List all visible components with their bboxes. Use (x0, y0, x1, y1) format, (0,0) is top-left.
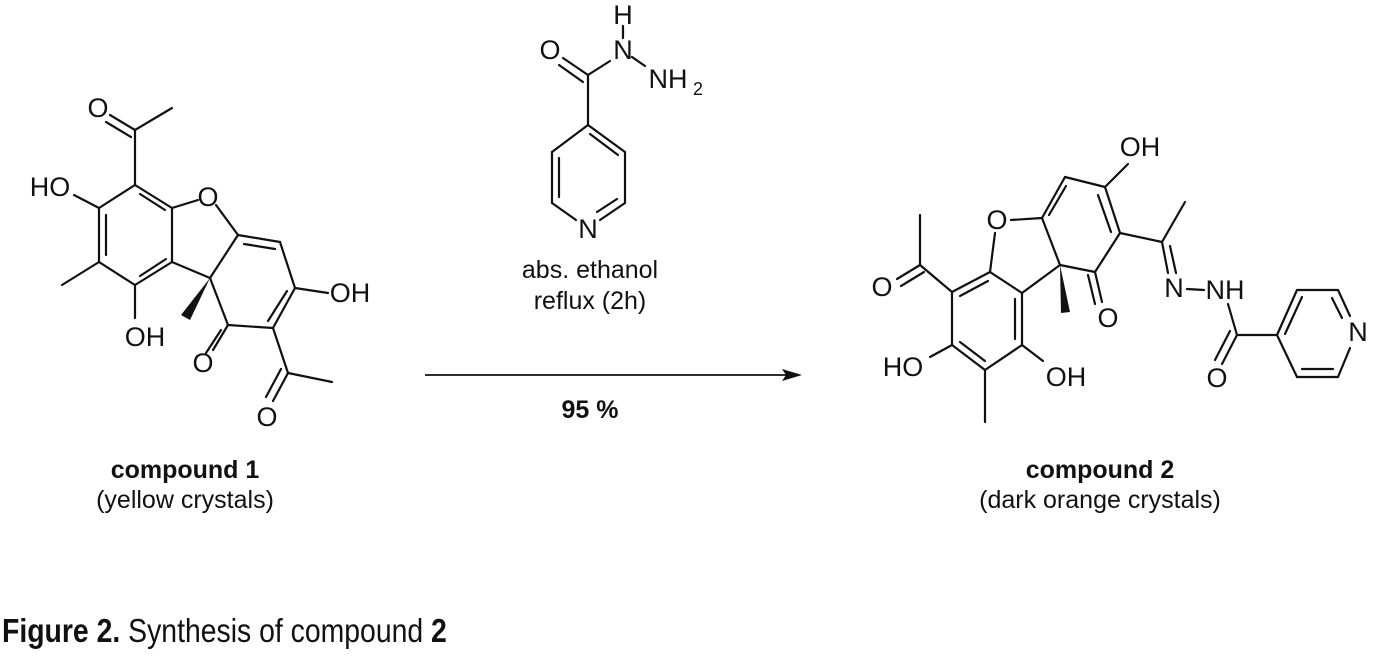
compound-2-structure: OH O O HO OH O N NH O N (871, 132, 1368, 424)
compound-2-label: compound 2 (1026, 456, 1175, 484)
figure-caption: Figure 2. Synthesis of compound 2 (2, 612, 447, 650)
compound-2-bonds (895, 162, 1352, 424)
wedge-bond (181, 278, 210, 320)
atom-label: O (87, 93, 108, 123)
caption-compound-ref: 2 (431, 612, 447, 649)
reaction-arrow (425, 369, 802, 381)
atom-label: N (1348, 317, 1368, 347)
atom-label: HO (30, 172, 71, 202)
atom-label: O (539, 35, 560, 65)
atom-label: HO (883, 352, 924, 382)
atom-label: N (613, 35, 633, 65)
atom-label: NH (649, 64, 688, 94)
atom-label: OH (330, 278, 371, 308)
atom-label: O (192, 348, 213, 378)
atom-label: O (871, 272, 892, 302)
isoniazid-structure: O N H NH 2 N (539, 0, 703, 244)
atom-label: O (256, 402, 277, 432)
reagent-bonds (550, 24, 647, 222)
compound-1-bonds (60, 106, 334, 403)
caption-label: Figure 2. (2, 612, 121, 649)
condition-reflux: reflux (2h) (534, 287, 647, 315)
atom-label: H (613, 0, 633, 30)
atom-label: O (1206, 363, 1227, 393)
compound-1-label: compound 1 (111, 456, 260, 484)
atom-label: O (197, 182, 218, 212)
compound-2-description: (dark orange crystals) (979, 486, 1221, 514)
atom-label: N (1164, 273, 1184, 303)
condition-solvent: abs. ethanol (522, 256, 658, 284)
caption-text: Synthesis of compound (120, 612, 432, 649)
atom-label: OH (125, 322, 166, 352)
wedge-bond (1060, 265, 1070, 313)
atom-label: NH (1206, 275, 1245, 305)
atom-label: O (1097, 303, 1118, 333)
atom-label: 2 (693, 79, 703, 99)
compound-1-description: (yellow crystals) (96, 486, 274, 514)
yield-label: 95 % (562, 396, 619, 424)
atom-label: OH (1046, 362, 1087, 392)
compound-1-structure: O HO OH O OH O O (30, 93, 371, 432)
atom-label: OH (1120, 132, 1161, 162)
atom-label: O (986, 205, 1007, 235)
atom-label: N (578, 214, 598, 244)
